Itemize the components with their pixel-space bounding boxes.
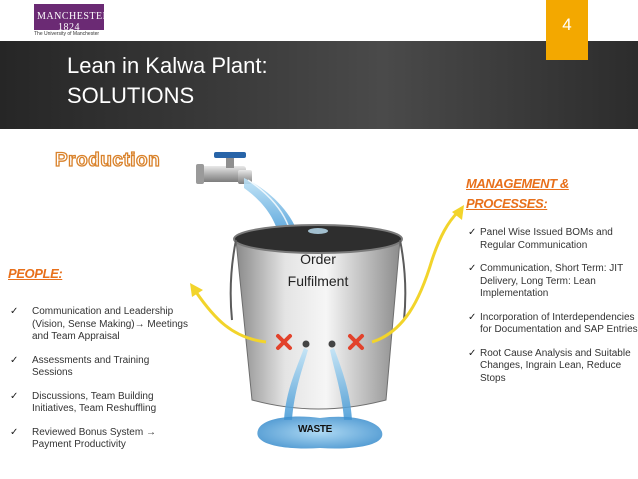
list-item-text: Incorporation of Interdependencies for D… <box>480 311 638 336</box>
list-item: ✓Root Cause Analysis and Suitable Change… <box>468 348 638 386</box>
leak-stream <box>330 348 352 420</box>
check-icon: ✓ <box>10 426 19 438</box>
bucket-label-line1: Order <box>300 251 336 267</box>
slide-title-line1: Lean in Kalwa Plant: <box>67 53 268 78</box>
bucket-icon <box>229 224 407 410</box>
list-item-text: Communication and Leadership (Vision, Se… <box>32 306 188 342</box>
check-icon: ✓ <box>468 347 477 359</box>
check-icon: ✓ <box>468 263 477 274</box>
arrow-icon <box>371 205 464 344</box>
cross-icon <box>276 334 292 350</box>
logo-box: MANCHESTER 1824 <box>34 4 110 33</box>
check-icon: ✓ <box>468 311 477 323</box>
slide-number-badge: 4 <box>546 0 588 60</box>
list-item: ✓Communication, Short Term: JIT Delivery… <box>468 263 638 301</box>
list-item-text: Reviewed Bonus System → Payment Producti… <box>32 426 156 451</box>
tap-icon <box>196 152 252 184</box>
check-icon: ✓ <box>10 354 19 366</box>
leak-hole <box>302 340 310 348</box>
list-item-text: Assessments and Training Sessions <box>32 354 150 379</box>
list-item: ✓ Assessments and Training Sessions <box>10 355 190 380</box>
bucket-label: Order Fulfilment <box>280 248 356 292</box>
list-item: ✓ Discussions, Team Building Initiatives,… <box>10 391 190 416</box>
section-title: Production <box>54 149 161 171</box>
logo-text: MANCHESTER 1824 <box>37 11 110 33</box>
list-item-text: Root Cause Analysis and Suitable Changes… <box>480 347 631 384</box>
slide-title: Lean in Kalwa Plant: SOLUTIONS <box>67 51 268 111</box>
bucket-label-line2: Fulfilment <box>287 273 349 289</box>
arrow-icon <box>190 283 267 344</box>
list-item: ✓ Reviewed Bonus System → Payment Product… <box>10 427 190 452</box>
list-item-text: Panel Wise Issued BOMs and Regular Commu… <box>480 227 613 251</box>
leak-stream <box>284 348 308 420</box>
waste-label: WASTE <box>298 424 333 435</box>
waste-puddle <box>257 416 383 449</box>
slide-title-line2: SOLUTIONS <box>67 83 195 108</box>
logo-subtitle: The University of Manchester <box>34 31 100 37</box>
management-heading-line2: PROCESSES: <box>466 196 548 211</box>
water-stream <box>244 178 300 240</box>
list-item-text: Communication, Short Term: JIT Delivery,… <box>480 263 624 299</box>
list-item-text: Discussions, Team Building Initiatives, … <box>32 390 157 415</box>
cross-icon <box>348 334 364 350</box>
list-item: ✓ Communication and Leadership (Vision, S… <box>10 306 190 344</box>
list-item: ✓Incorporation of Interdependencies for … <box>468 312 638 337</box>
management-list: ✓Panel Wise Issued BOMs and Regular Comm… <box>468 227 638 396</box>
check-icon: ✓ <box>10 306 19 317</box>
title-banner: Lean in Kalwa Plant: SOLUTIONS <box>0 41 638 129</box>
management-heading-line1: MANAGEMENT & <box>466 176 569 191</box>
management-heading: MANAGEMENT & PROCESSES: <box>466 174 606 214</box>
university-logo: MANCHESTER 1824 The University of Manche… <box>34 4 110 37</box>
people-heading: PEOPLE: <box>8 266 63 281</box>
check-icon: ✓ <box>468 227 477 238</box>
list-item: ✓Panel Wise Issued BOMs and Regular Comm… <box>468 227 638 252</box>
leak-hole <box>328 340 336 348</box>
check-icon: ✓ <box>10 390 19 402</box>
people-list: ✓ Communication and Leadership (Vision, S… <box>10 306 190 463</box>
